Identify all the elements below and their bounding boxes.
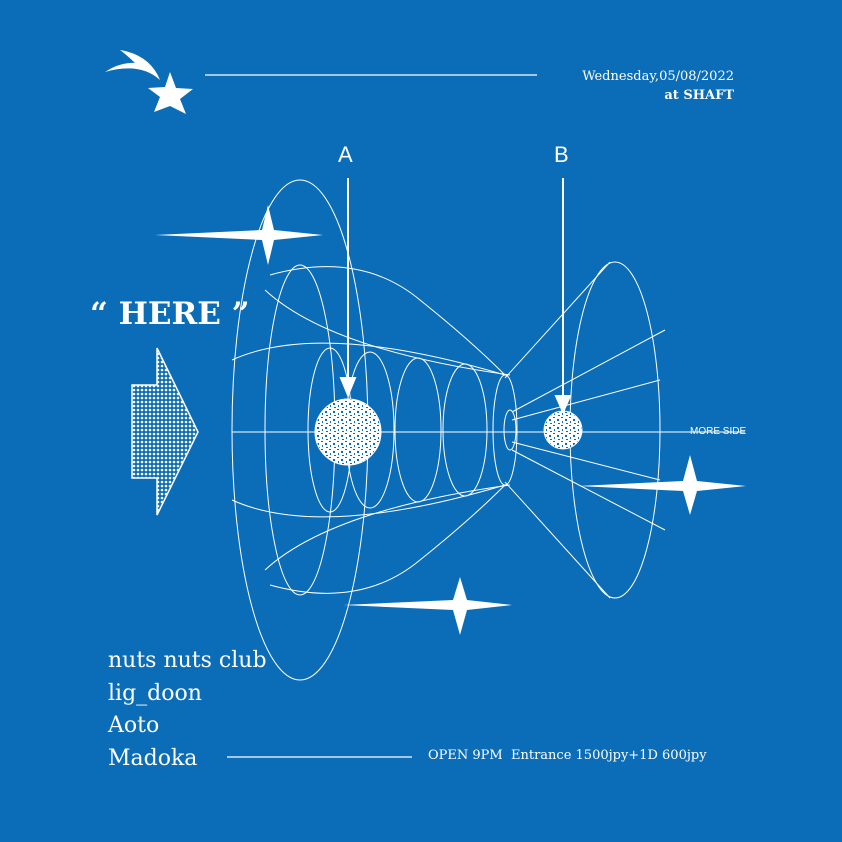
here-label: “ HERE ” xyxy=(90,296,250,332)
shooting-star-icon xyxy=(105,50,193,114)
event-venue: at SHAFT xyxy=(664,88,734,103)
artist: lig_doon xyxy=(108,680,202,706)
artist: Aoto xyxy=(108,713,160,738)
sphere-b xyxy=(543,410,583,450)
sparkle-icon xyxy=(343,577,512,635)
artist: Madoka xyxy=(108,745,198,771)
event-info: OPEN 9PM Entrance 1500jpy+1D 600jpy xyxy=(428,748,707,763)
more-side-label: MORE SIDE xyxy=(690,426,747,437)
sparkle-icon xyxy=(578,455,746,515)
artist: nuts nuts club xyxy=(108,648,267,673)
event-date-venue: Wednesday,05/08/2022 at SHAFT xyxy=(582,67,734,105)
sphere-a xyxy=(314,398,382,466)
sparkle-icon xyxy=(155,205,323,265)
lineup: nuts nuts club lig_doon Aoto Madoka xyxy=(108,645,267,775)
event-date: Wednesday,05/08/2022 xyxy=(582,69,734,84)
marker-a-label: A xyxy=(338,142,353,167)
tunnel-wireframe xyxy=(231,179,745,681)
here-arrow-icon xyxy=(131,347,199,516)
marker-b-label: B xyxy=(554,142,569,167)
